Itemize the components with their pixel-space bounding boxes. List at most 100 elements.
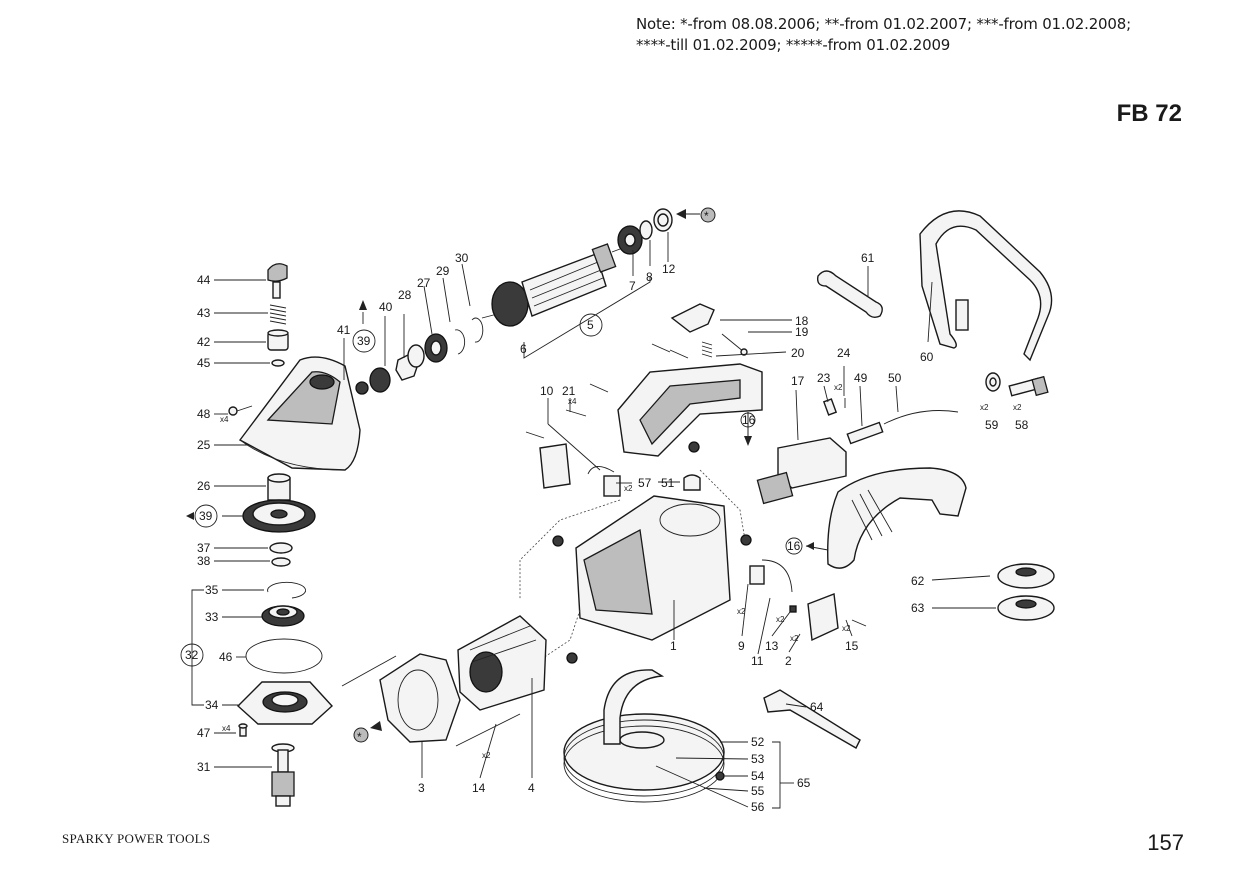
qty-48: x4 <box>220 415 229 424</box>
label-29: 29 <box>436 264 450 278</box>
part-27-bearing <box>424 333 448 363</box>
label-44: 44 <box>197 273 211 287</box>
label-11: 11 <box>751 654 764 668</box>
cable-grommet-b <box>552 535 564 547</box>
label-18: 18 <box>795 314 809 328</box>
part-38-washer <box>271 557 291 567</box>
part-63-flange-nut <box>997 595 1055 621</box>
label-19: 19 <box>795 325 809 339</box>
label-32-circled: 32 <box>185 648 199 662</box>
qty-58: x2 <box>1013 403 1022 412</box>
label-1: 1 <box>670 639 677 653</box>
part-18-cover <box>670 303 715 333</box>
part-45-washer <box>271 359 285 367</box>
part-49-sleeve <box>846 421 884 445</box>
label-30: 30 <box>455 251 469 265</box>
part-59-washer <box>985 372 1001 392</box>
part-15-screw <box>851 619 867 627</box>
label-60: 60 <box>920 350 934 364</box>
label-23: 23 <box>817 371 831 385</box>
qty-15: x2 <box>842 624 851 633</box>
part-13-carbon-brush <box>789 605 797 613</box>
model-title: FB 72 <box>1116 100 1182 127</box>
label-14: 14 <box>472 781 486 795</box>
part-62-flange-nut <box>997 563 1055 589</box>
label-20: 20 <box>791 346 805 360</box>
assembly-path-2 <box>699 469 746 541</box>
label-47: 47 <box>197 726 211 740</box>
direction-arrows <box>186 209 814 731</box>
part-64-pin-spanner <box>763 689 861 749</box>
part-33-bearing <box>261 605 305 627</box>
part-17-switch <box>756 437 847 505</box>
part-10-bracket <box>539 443 571 489</box>
label-51: 51 <box>661 476 675 490</box>
label-39-circled-left: 39 <box>199 509 213 523</box>
qty-47: x4 <box>222 724 231 733</box>
part-41-nut <box>355 381 369 395</box>
label-13: 13 <box>765 639 779 653</box>
cable-grommet-c <box>688 441 700 453</box>
part-58-bolt <box>1008 375 1049 397</box>
part-39-bevel-gear <box>242 499 316 533</box>
part-26-bushing <box>267 473 291 501</box>
callout-circles <box>180 207 803 743</box>
label-58: 58 <box>1015 418 1029 432</box>
part-7-bearing <box>617 225 643 255</box>
part-8-washer <box>639 220 653 240</box>
label-40: 40 <box>379 300 393 314</box>
label-7: 7 <box>629 279 636 293</box>
label-45: 45 <box>197 356 211 370</box>
label-41: 41 <box>337 323 351 337</box>
revision-note-line-2: ****-till 01.02.2009; *****-from 01.02.2… <box>636 36 951 54</box>
part-48-screws <box>228 405 253 416</box>
label-38: 38 <box>197 554 211 568</box>
part-35-retaining-ring <box>267 581 307 599</box>
label-12: 12 <box>662 262 676 276</box>
part-51-cap <box>683 474 701 491</box>
part-37-washer <box>269 542 293 554</box>
label-16-lower: 16 <box>787 539 801 553</box>
part-42-bushing <box>267 329 289 351</box>
part-4-stator <box>457 615 547 711</box>
part-19-pin <box>721 333 748 356</box>
label-57: 57 <box>638 476 652 490</box>
label-59: 59 <box>985 418 999 432</box>
label-15: 15 <box>845 639 859 653</box>
label-64: 64 <box>810 700 824 714</box>
part-29-ring <box>454 329 466 355</box>
label-34: 34 <box>205 698 219 712</box>
part-20-spring <box>701 341 713 358</box>
label-52: 52 <box>751 735 765 749</box>
label-62: 62 <box>911 574 925 588</box>
part-23-clip <box>822 398 838 416</box>
part-1-motor-housing <box>575 495 731 641</box>
label-2: 2 <box>785 654 792 668</box>
label-56: 56 <box>751 800 765 814</box>
revision-note: Note: *-from 08.08.2006; **-from 01.02.2… <box>636 14 1131 56</box>
label-16-upper: 16 <box>742 413 756 427</box>
part-39-pinion <box>369 367 391 393</box>
qty-13: x2 <box>776 615 785 624</box>
cable-grommet-a <box>566 652 578 664</box>
qty-24: x2 <box>834 383 843 392</box>
long-screw-upper <box>341 655 397 687</box>
brand-footer: SPARKY POWER TOOLS <box>62 831 211 846</box>
label-8: 8 <box>646 270 653 284</box>
label-49: 49 <box>854 371 868 385</box>
cable-grommet-d <box>740 534 752 546</box>
label-27: 27 <box>417 276 431 290</box>
part-25-gear-housing <box>238 356 361 471</box>
qty-2: x2 <box>790 634 799 643</box>
part-28-washer <box>407 344 425 368</box>
label-star-bottom: * <box>357 730 362 744</box>
label-63: 63 <box>911 601 925 615</box>
part-50-cable <box>883 410 959 425</box>
label-61: 61 <box>861 251 875 265</box>
label-39-circled-top: 39 <box>357 334 371 348</box>
label-46: 46 <box>219 650 233 664</box>
part-43-spring <box>269 304 287 325</box>
revision-note-line-1: Note: *-from 08.08.2006; **-from 01.02.2… <box>636 15 1131 33</box>
label-6: 6 <box>520 342 527 356</box>
label-33: 33 <box>205 610 219 624</box>
